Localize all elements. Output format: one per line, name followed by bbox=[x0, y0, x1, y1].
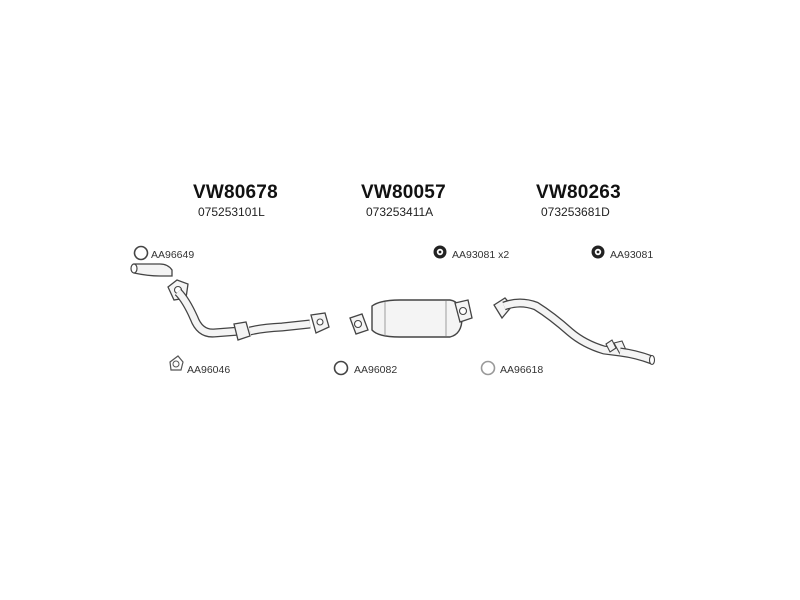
oem-number-tail-pipe: 073253681D bbox=[541, 205, 610, 219]
flange-gasket-icon bbox=[169, 355, 184, 371]
oem-number-front-pipe: 075253101L bbox=[198, 205, 265, 219]
ring-seal-icon bbox=[480, 360, 496, 376]
rubber-mount-icon bbox=[433, 245, 447, 259]
rubber-mount-icon bbox=[591, 245, 605, 259]
oem-number-muffler: 073253411A bbox=[366, 205, 434, 219]
part-number-tail-pipe: VW80263 bbox=[536, 182, 621, 203]
accessory-label-flange-gasket: AA96046 bbox=[187, 364, 231, 376]
tail-pipe-drawing bbox=[493, 297, 656, 366]
front-pipe-drawing bbox=[130, 263, 330, 341]
accessory-label-clamp: AA96649 bbox=[151, 249, 195, 261]
accessory-label-mount: AA93081 bbox=[610, 249, 654, 261]
part-number-front-pipe: VW80678 bbox=[193, 182, 278, 203]
accessory-label-mount-pair: AA93081 x2 bbox=[452, 249, 510, 261]
muffler-drawing bbox=[349, 299, 473, 338]
ring-clamp-icon bbox=[133, 245, 149, 261]
accessory-label-ring-seal: AA96618 bbox=[500, 364, 544, 376]
accessory-label-ring-gasket: AA96082 bbox=[354, 364, 398, 376]
ring-gasket-icon bbox=[333, 360, 349, 376]
part-number-muffler: VW80057 bbox=[361, 182, 446, 203]
